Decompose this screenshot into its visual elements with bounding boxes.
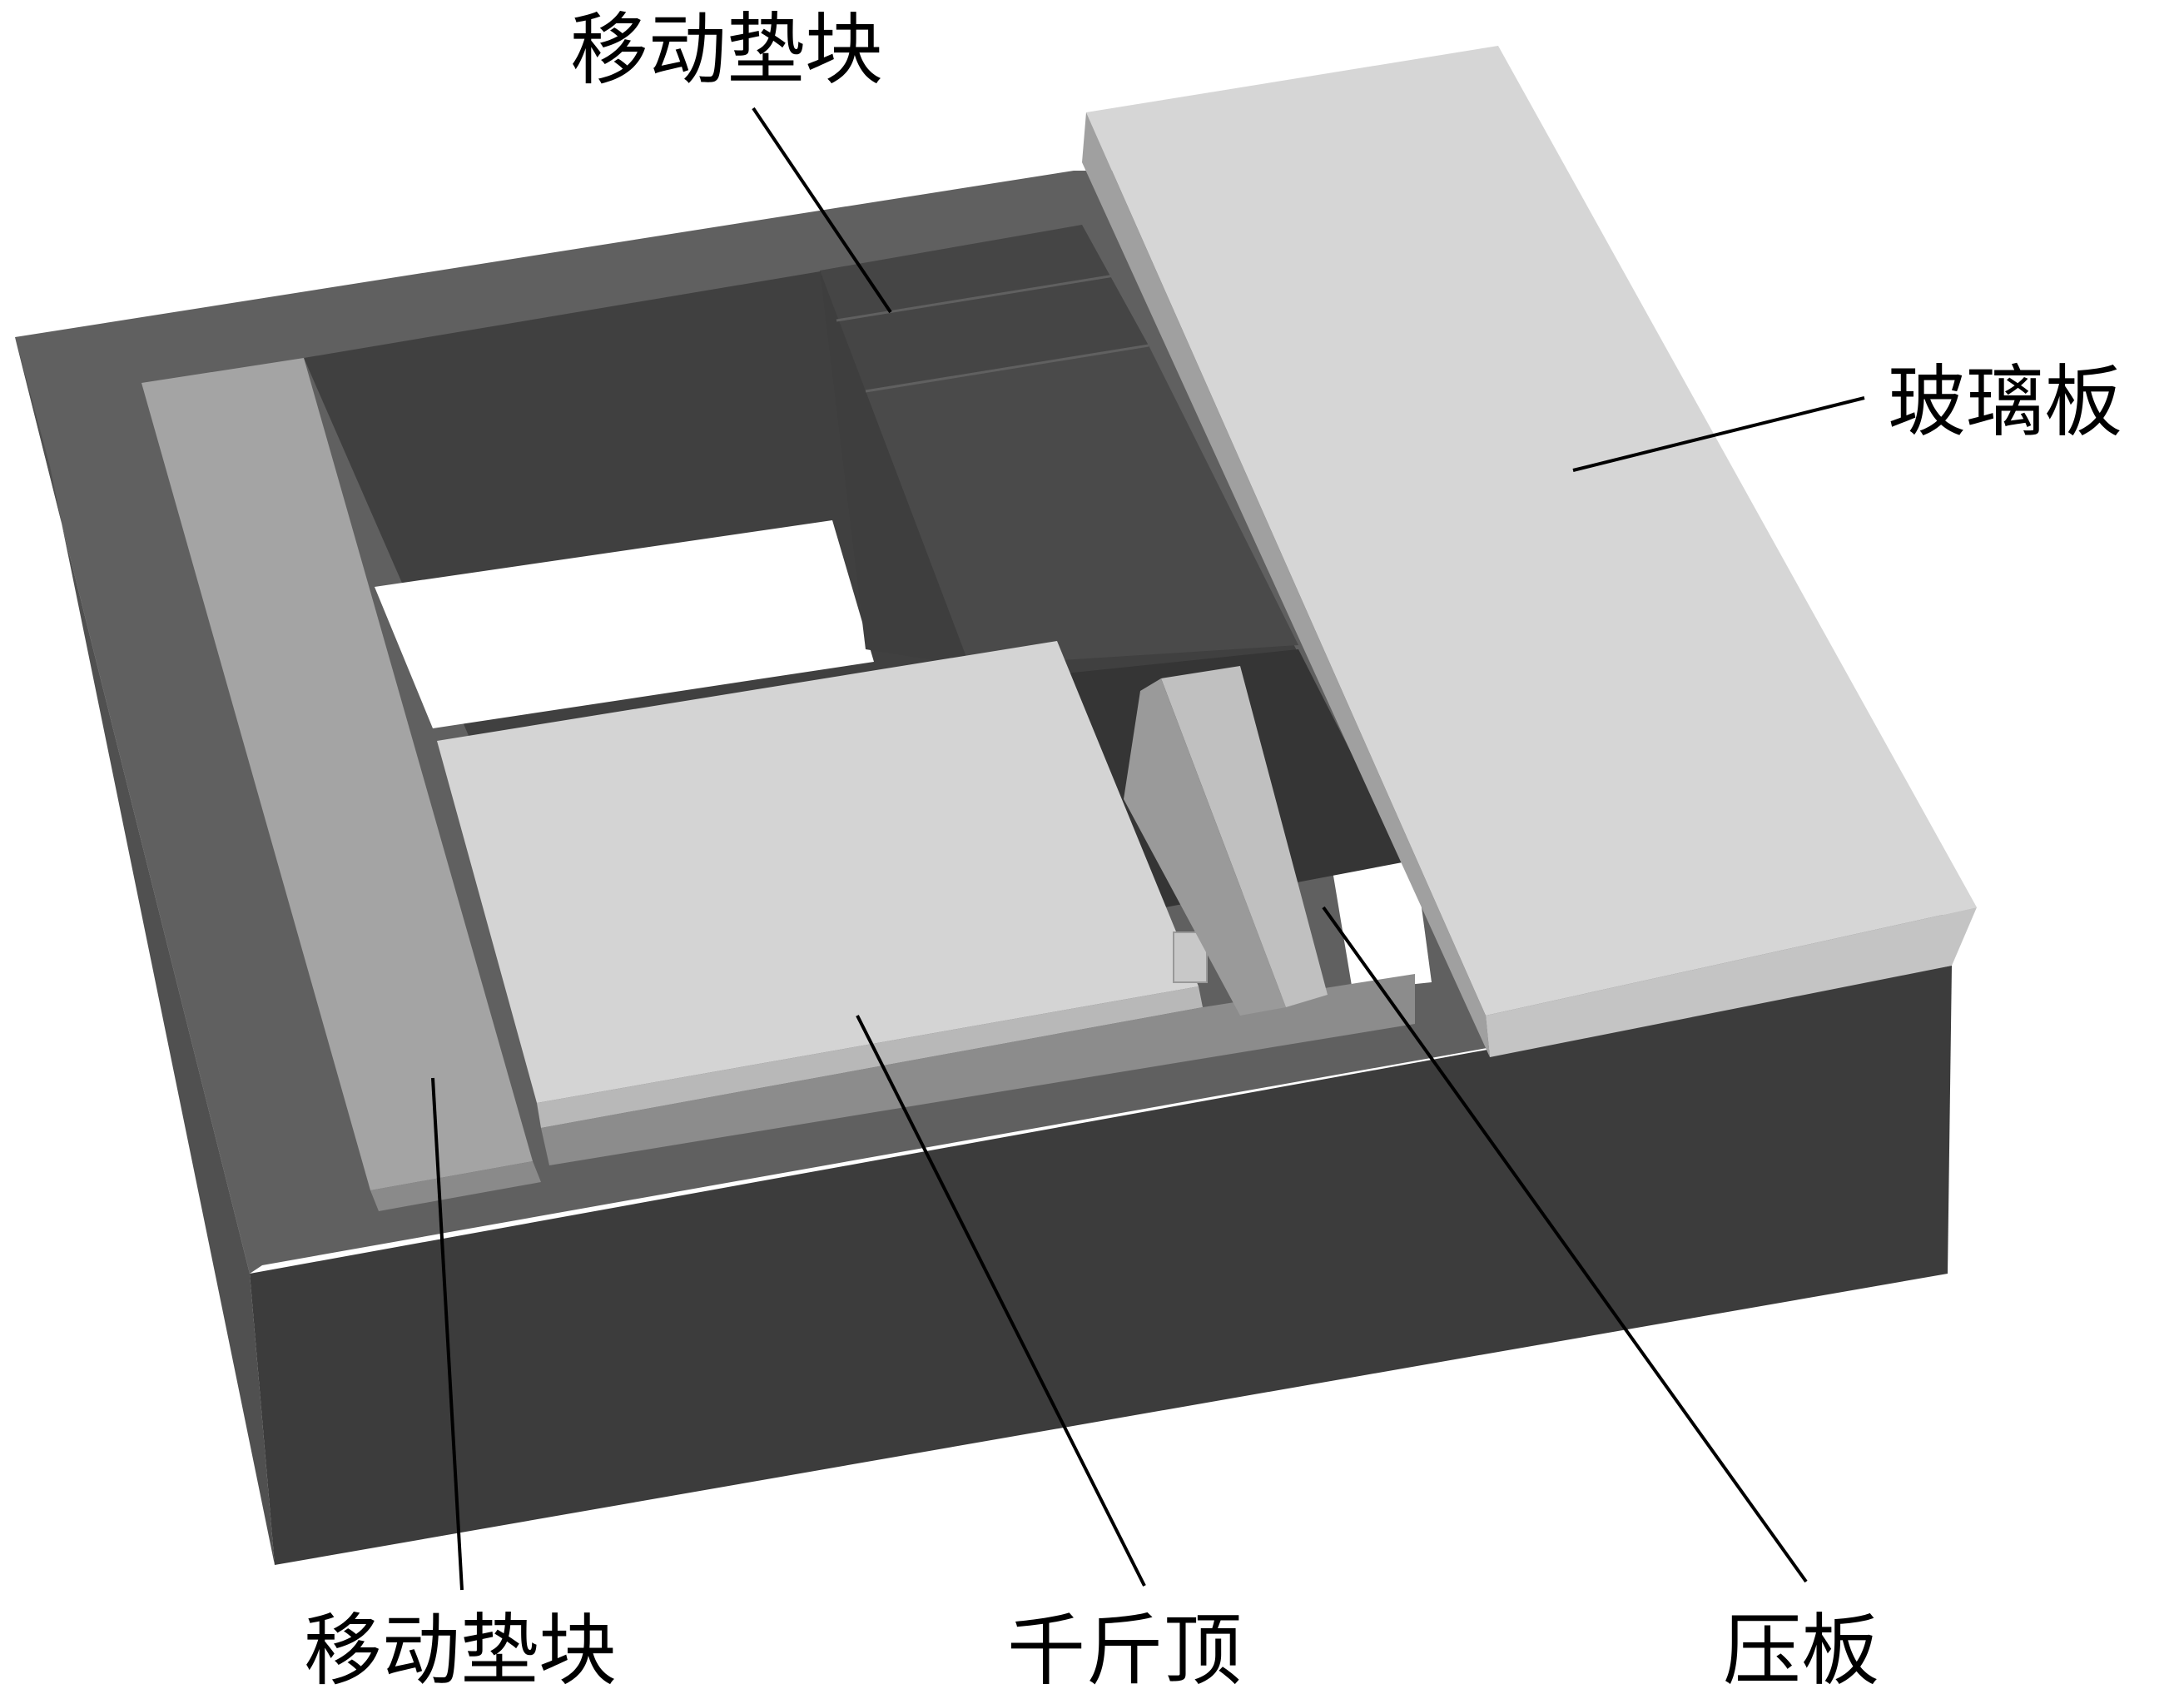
- jack-top-face: [437, 641, 1199, 1103]
- cavity-opening-right: [1332, 857, 1432, 991]
- leader-press-plate: [1322, 906, 1808, 1583]
- jack: [437, 641, 1415, 1165]
- left-block-front: [370, 1161, 541, 1211]
- left-block-top: [141, 358, 533, 1190]
- label-jack: 千斤顶: [1007, 1606, 1242, 1694]
- cavity-opening-left: [375, 520, 874, 728]
- label-bottom-moving-block: 移动垫块: [304, 1606, 617, 1694]
- leader-top-block: [752, 107, 892, 314]
- leader-bottom-block: [431, 1077, 464, 1591]
- label-glass-plate: 玻璃板: [1888, 357, 2122, 448]
- glass-top-face: [1086, 46, 1977, 1016]
- press-plate-side: [1124, 678, 1286, 1016]
- jack-piston: [1173, 931, 1208, 983]
- label-top-moving-block: 移动垫块: [570, 5, 883, 96]
- jack-front-face: [537, 986, 1203, 1128]
- label-press-plate: 压板: [1723, 1606, 1879, 1694]
- top-moving-block: [820, 225, 1298, 666]
- top-block-face-2: [866, 345, 1298, 666]
- glass-left-face: [1082, 112, 1490, 1057]
- top-block-side: [820, 271, 970, 666]
- left-moving-block: [141, 358, 541, 1211]
- glass-plate: [1082, 46, 1977, 1057]
- press-plate-face: [1161, 666, 1328, 1007]
- leader-glass-plate: [1572, 396, 1865, 472]
- leader-jack: [856, 1015, 1146, 1587]
- jack-ledge: [541, 974, 1415, 1165]
- top-block-face-1: [820, 225, 1149, 391]
- frame-front-face: [250, 966, 1952, 1565]
- press-plate: [1124, 666, 1328, 1016]
- glass-front-face: [1486, 907, 1977, 1057]
